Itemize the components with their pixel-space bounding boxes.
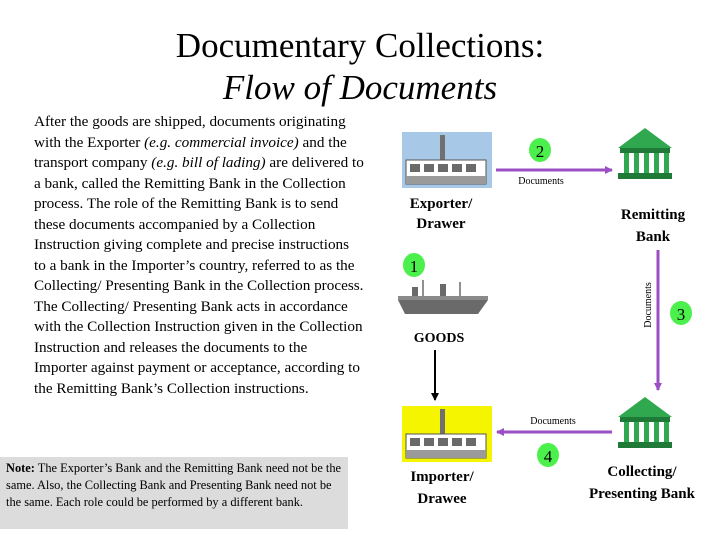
documents-label-bottom: Documents	[530, 416, 576, 427]
documents-label-top: Documents	[518, 176, 564, 187]
step-4-badge	[537, 443, 559, 467]
collecting-label-line2: Presenting Bank	[589, 486, 696, 502]
collecting-label-line1: Collecting/	[607, 464, 677, 480]
remitting-label-line1: Remitting	[621, 207, 686, 223]
importer-label-line1: Importer/	[410, 469, 474, 485]
remitting-label-line2: Bank	[636, 229, 671, 245]
exporter-label-line1: Exporter/	[410, 196, 473, 212]
note-label: Note:	[6, 461, 35, 475]
documents-label-side: Documents	[643, 282, 654, 328]
note-text: The Exporter’s Bank and the Remitting Ba…	[6, 461, 342, 509]
step-4-number: 4	[544, 447, 553, 466]
exporter-label-line2: Drawer	[416, 216, 465, 232]
remitting-bank-icon	[618, 128, 672, 179]
slide-title-line2: Flow of Documents	[222, 68, 498, 107]
goods-label: GOODS	[414, 331, 465, 346]
paragraph-1: After the goods are shipped, documents o…	[34, 113, 364, 294]
importer-label-line2: Drawee	[417, 491, 466, 507]
cargo-ship-icon	[398, 280, 488, 314]
paragraph-2: The Collecting/ Presenting Bank acts in …	[34, 297, 363, 397]
note-box: Note: The Exporter’s Bank and the Remitt…	[0, 457, 348, 529]
exporter-factory-icon	[402, 132, 492, 188]
step-2-number: 2	[536, 142, 545, 161]
explanation-text: After the goods are shipped, documents o…	[34, 112, 364, 457]
slide-title-line1: Documentary Collections:	[175, 26, 545, 65]
step-3-badge	[670, 301, 692, 325]
step-1-number: 1	[410, 257, 419, 276]
importer-factory-icon	[402, 406, 492, 462]
collecting-bank-icon	[618, 397, 672, 448]
step-1-badge	[403, 253, 425, 277]
step-3-number: 3	[677, 305, 686, 324]
document-flow-diagram: Exporter/ Drawer Remitting Bank 2 Docume…	[398, 128, 696, 507]
step-2-badge	[529, 138, 551, 162]
